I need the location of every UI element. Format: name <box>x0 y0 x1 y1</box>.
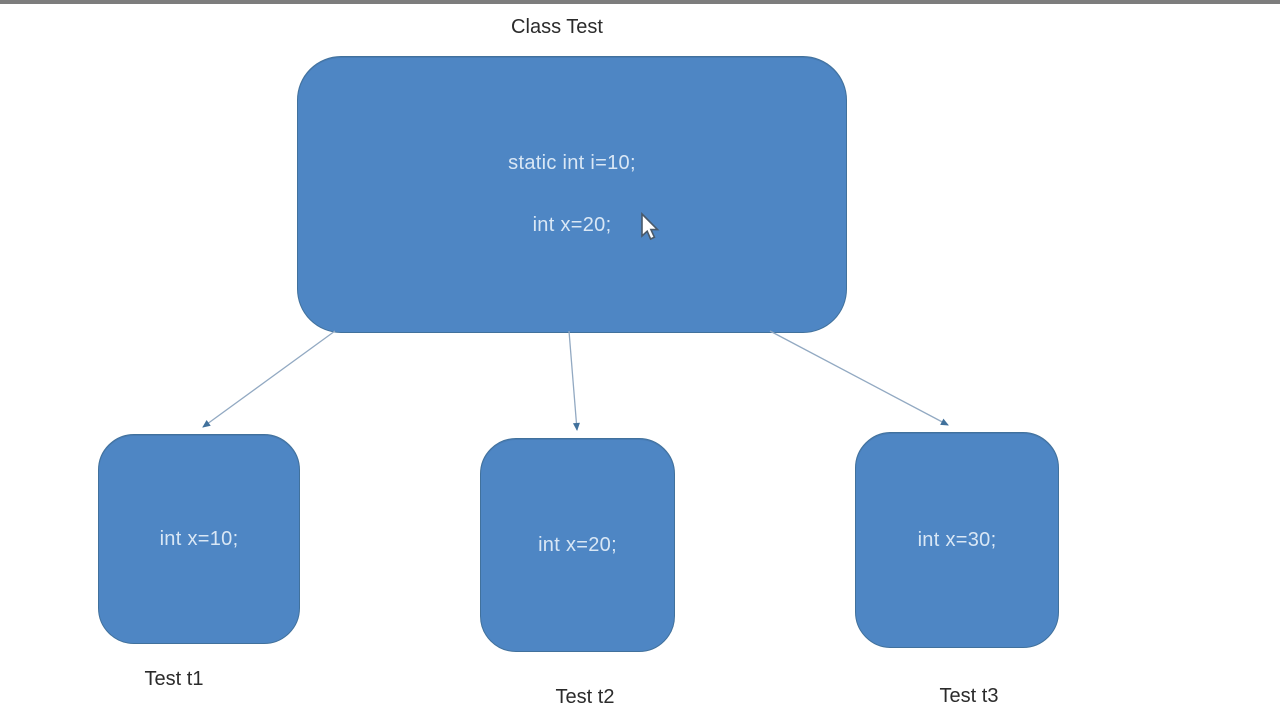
arrow-to-t1 <box>202 330 336 428</box>
instance-label-t2: Test t2 <box>555 686 615 708</box>
instance-box-t2: int x=20; <box>480 438 675 652</box>
arrow-to-t3 <box>769 330 949 426</box>
class-box-instance-field: int x=20; <box>532 214 612 236</box>
instance-box-t2-field: int x=20; <box>538 533 617 556</box>
diagram-title: Class Test <box>511 16 603 38</box>
class-box-static-field: static int i=10; <box>508 152 636 174</box>
instance-box-t1: int x=10; <box>98 434 300 644</box>
class-box: static int i=10; int x=20; <box>297 56 847 333</box>
instance-label-t3: Test t3 <box>939 685 999 707</box>
instance-box-t1-field: int x=10; <box>159 527 239 550</box>
instance-box-t3: int x=30; <box>855 432 1059 648</box>
top-border-bar <box>0 0 1280 4</box>
arrow-to-t2 <box>568 330 580 431</box>
instance-box-t3-field: int x=30; <box>917 528 997 551</box>
instance-label-t1: Test t1 <box>144 668 204 690</box>
